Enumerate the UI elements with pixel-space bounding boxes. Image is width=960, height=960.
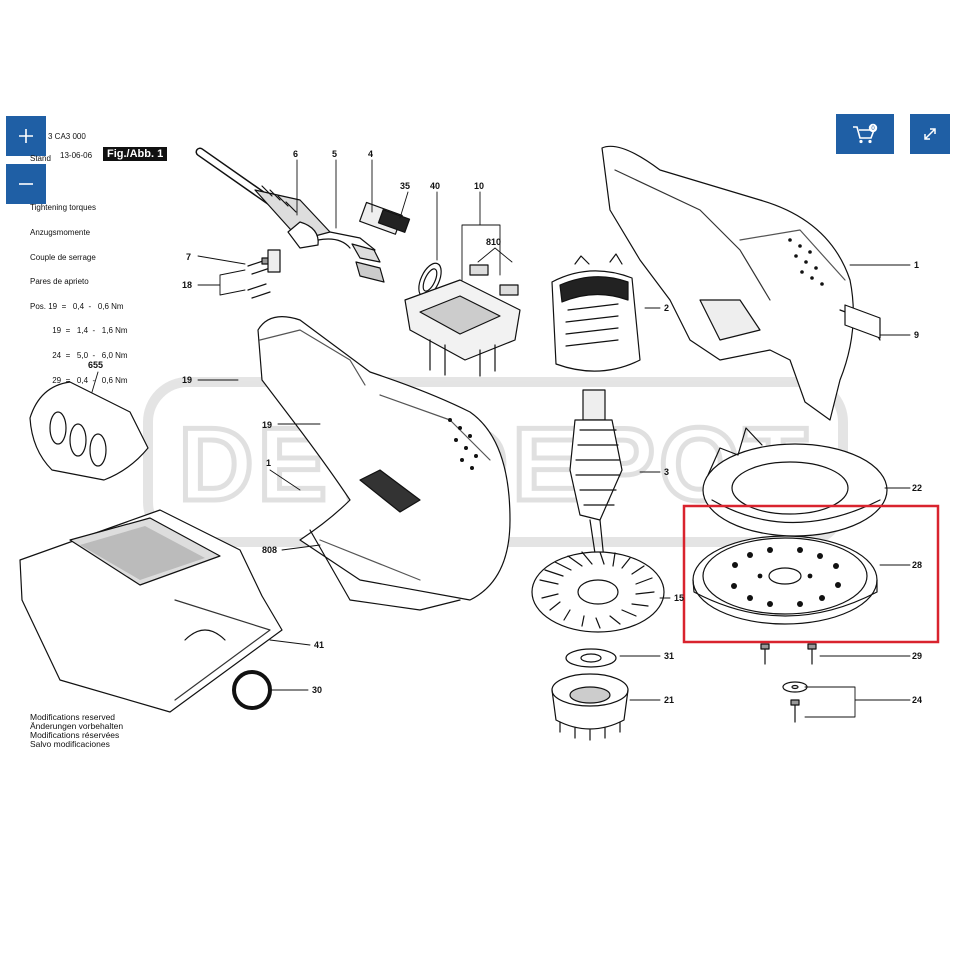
torque-line: Pares de aprieto [30, 277, 89, 287]
cart-button[interactable]: 0 [836, 114, 894, 154]
part-screws-7-18 [247, 249, 281, 299]
highlight-box [682, 504, 940, 644]
callout-22: 22 [912, 483, 922, 493]
part-screws-29 [760, 643, 817, 665]
callout-19a: 19 [182, 375, 192, 385]
torque-line: Tightening torques [30, 203, 96, 213]
part-housing-1 [601, 145, 881, 421]
callout-31: 31 [664, 651, 674, 661]
callout-2: 2 [664, 303, 669, 313]
modifications-note: Modifications reserved Änderungen vorbeh… [30, 713, 123, 749]
callout-4: 4 [368, 149, 373, 159]
part-cover-655 [29, 381, 149, 481]
callout-29: 29 [912, 651, 922, 661]
callout-10: 10 [474, 181, 484, 191]
torque-notes: Tightening torques Anzugsmomente Couple … [30, 188, 128, 393]
minus-icon [19, 183, 33, 185]
part-fan-15 [531, 551, 665, 633]
part-bearing-21 [551, 673, 629, 741]
modifications-line: Änderungen vorbehalten [30, 721, 124, 731]
callout-40: 40 [430, 181, 440, 191]
part-stator-2 [551, 253, 641, 372]
cart-icon: 0 [853, 123, 878, 144]
callout-18: 18 [182, 280, 192, 290]
part-o-ring-30 [232, 670, 272, 710]
part-housing-808 [257, 316, 511, 611]
part-screw-washer-24 [782, 681, 808, 723]
torque-line: Pos. 19 = 0,4 - 0,6 Nm [30, 301, 124, 311]
torque-line: Anzugsmomente [30, 228, 91, 238]
callout-24: 24 [912, 695, 922, 705]
date-value: 13-06-06 [60, 151, 93, 160]
part-switch-4 [329, 201, 411, 283]
callout-1b: 1 [266, 458, 271, 468]
modifications-line: Modifications reserved [30, 712, 116, 722]
zoom-in-button[interactable] [6, 116, 46, 156]
callout-1: 1 [914, 260, 919, 270]
part-washer-31 [565, 648, 617, 668]
callout-9: 9 [914, 330, 919, 340]
fig-label: Fig./Abb. 1 [103, 147, 168, 161]
plus-icon [19, 129, 33, 143]
part-sanding-pad-28 [692, 535, 878, 625]
callout-41: 41 [314, 640, 324, 650]
part-armature-3 [569, 389, 623, 561]
callout-6: 6 [293, 149, 298, 159]
callout-3: 3 [664, 467, 669, 477]
callout-35: 35 [400, 181, 410, 191]
part-cable-6 [195, 147, 351, 249]
torque-line: 19 = 1,4 - 1,6 Nm [30, 326, 128, 336]
callout-810: 810 [486, 237, 501, 247]
callout-655: 655 [88, 360, 103, 370]
torque-line: 29 = 0,4 - 0,6 Nm [30, 375, 128, 385]
date-label: Stand [30, 154, 51, 163]
callout-808: 808 [262, 545, 277, 555]
expand-icon [924, 128, 936, 140]
zoom-out-button[interactable] [6, 164, 46, 204]
torque-line: 24 = 5,0 - 6,0 Nm [30, 351, 128, 361]
part-number: 3 CA3 000 [48, 132, 86, 141]
fullscreen-button[interactable] [910, 114, 950, 154]
callout-21: 21 [664, 695, 674, 705]
callout-7: 7 [186, 252, 191, 262]
modifications-line: Salvo modificaciones [30, 739, 110, 749]
callout-30: 30 [312, 685, 322, 695]
callout-5: 5 [332, 149, 337, 159]
part-dust-box-41 [19, 509, 283, 713]
callout-19b: 19 [262, 420, 272, 430]
part-electronics-10 [404, 264, 521, 377]
callout-15: 15 [674, 593, 684, 603]
modifications-line: Modifications réservées [30, 730, 120, 740]
torque-line: Couple de serrage [30, 252, 96, 262]
cart-count: 0 [871, 126, 875, 132]
leader-lines [91, 159, 911, 718]
callout-28: 28 [912, 560, 922, 570]
